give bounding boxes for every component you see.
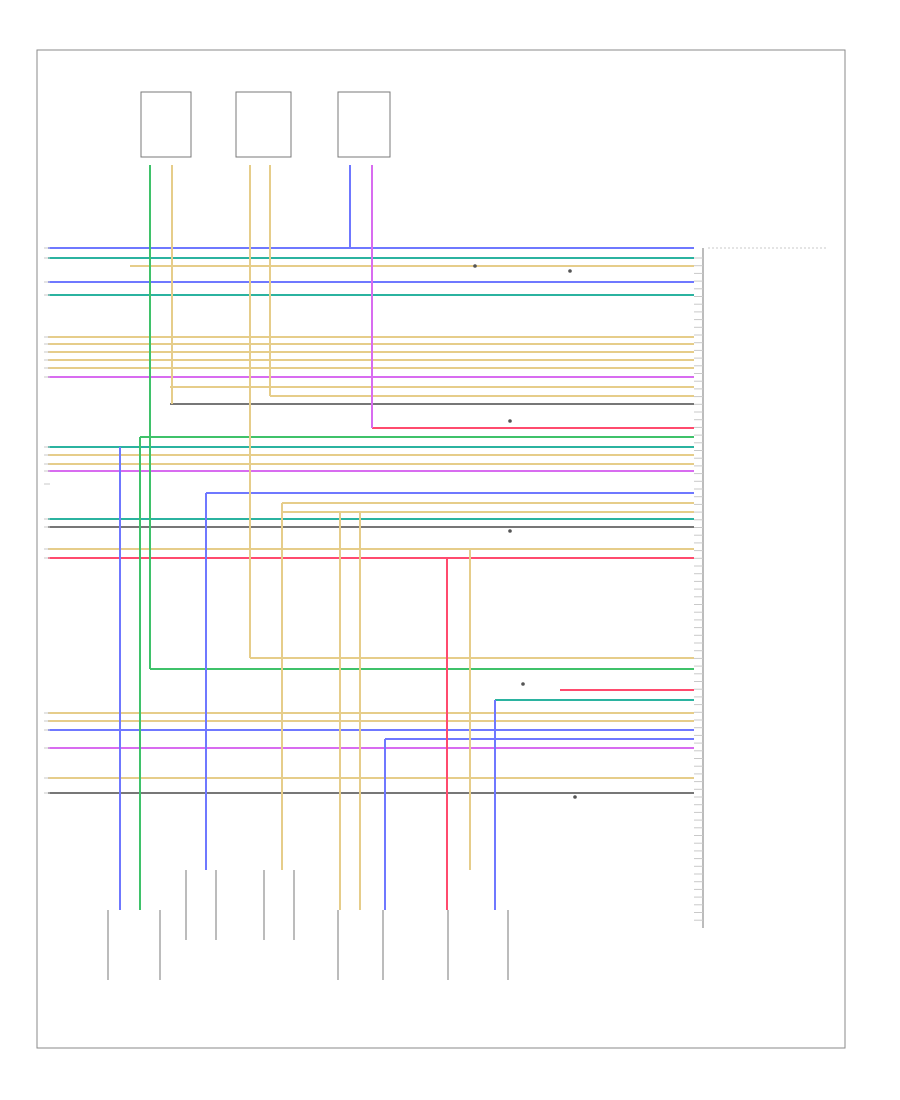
sensor-connector xyxy=(235,91,292,158)
splice-dot xyxy=(508,419,512,423)
splice-dot xyxy=(508,529,512,533)
sensor-connector xyxy=(140,91,192,158)
diagram-frame xyxy=(36,49,846,1049)
powertrain-control-module-connector xyxy=(694,247,826,928)
splice-dot xyxy=(473,264,477,268)
wire-group xyxy=(48,165,694,910)
left-splice-pins xyxy=(44,247,50,794)
splice-dot xyxy=(573,795,577,799)
splice-dot xyxy=(568,269,572,273)
bottom-sensor-connectors xyxy=(107,870,509,980)
splice-dot xyxy=(521,682,525,686)
sensor-connector xyxy=(337,91,391,158)
top-sensor-connectors xyxy=(140,91,391,158)
